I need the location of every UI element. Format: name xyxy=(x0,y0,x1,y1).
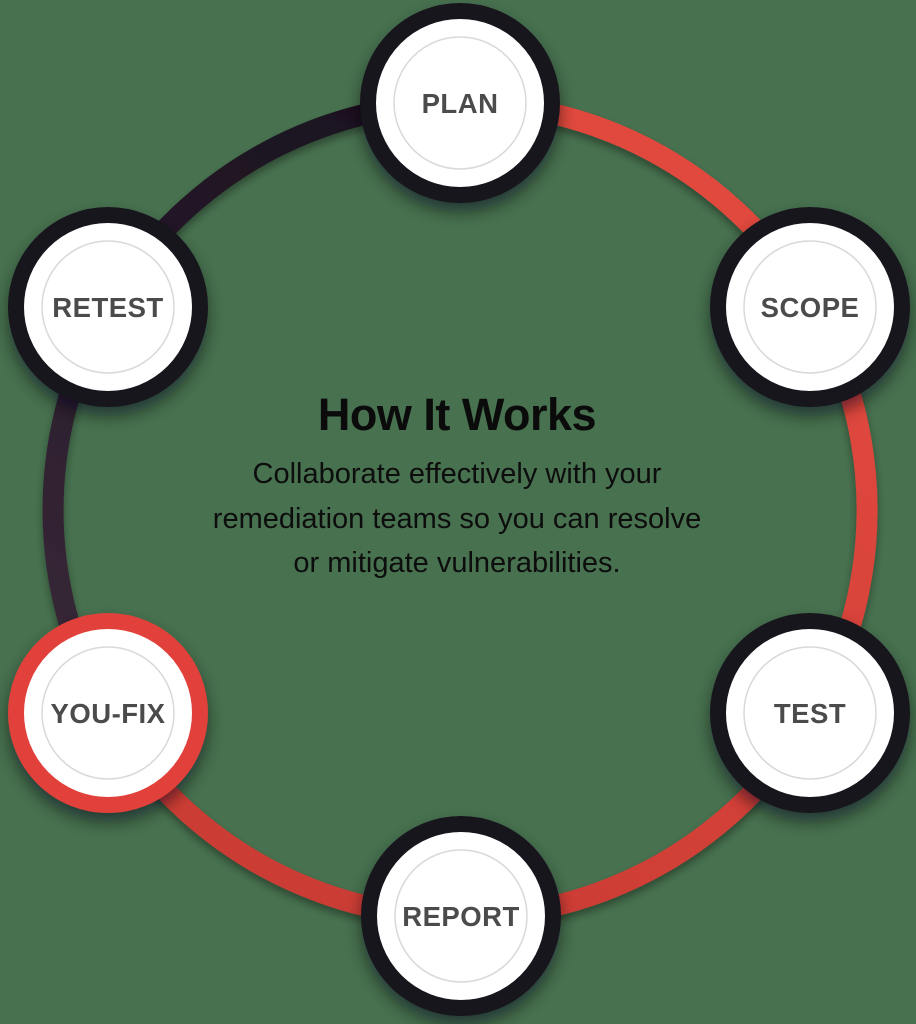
node-test: TEST xyxy=(710,613,910,813)
node-retest-inner-circle xyxy=(41,240,175,374)
node-plan: PLAN xyxy=(360,3,560,203)
node-test-circle xyxy=(710,613,910,813)
node-retest: RETEST xyxy=(8,207,208,407)
node-retest-circle xyxy=(8,207,208,407)
node-scope-inner-circle xyxy=(743,240,877,374)
node-test-inner-circle xyxy=(743,646,877,780)
node-report-circle xyxy=(361,816,561,1016)
diagram-subtitle-line-2: remediation teams so you can resolve xyxy=(213,503,701,535)
node-report: REPORT xyxy=(361,816,561,1016)
node-scope-circle xyxy=(710,207,910,407)
node-test-label: TEST xyxy=(774,698,846,729)
node-scope: SCOPE xyxy=(710,207,910,407)
node-you-fix-inner-circle xyxy=(41,646,175,780)
diagram-title: How It Works xyxy=(318,389,596,440)
center-text-block: How It Works Collaborate effectively wit… xyxy=(213,389,701,579)
node-you-fix-label: YOU-FIX xyxy=(50,698,165,729)
node-report-label: REPORT xyxy=(402,901,520,932)
node-you-fix-circle xyxy=(8,613,208,813)
node-scope-label: SCOPE xyxy=(761,292,860,323)
diagram-subtitle-line-1: Collaborate effectively with your xyxy=(253,458,662,490)
node-report-inner-circle xyxy=(394,849,528,983)
node-you-fix: YOU-FIX xyxy=(8,613,208,813)
node-plan-inner-circle xyxy=(393,36,527,170)
node-plan-label: PLAN xyxy=(422,88,499,119)
node-retest-label: RETEST xyxy=(52,292,163,323)
node-plan-circle xyxy=(360,3,560,203)
diagram-subtitle-line-3: or mitigate vulnerabilities. xyxy=(293,547,620,579)
